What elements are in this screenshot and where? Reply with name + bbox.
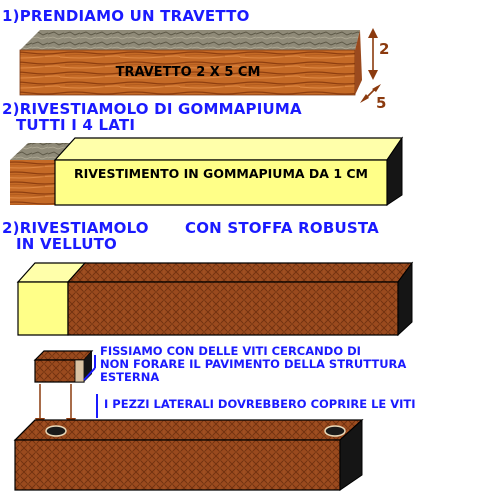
bare-beam-top [10, 143, 70, 160]
beam-step1: TRAVETTO 2 X 5 CM [19, 30, 362, 96]
foam-beam-step2: RIVESTIMENTO IN GOMMAPIUMA DA 1 CM [10, 136, 404, 206]
fabric-front-face [67, 281, 399, 336]
dimension-depth-label: 5 [376, 94, 386, 112]
step3-title-line1: 2)RIVESTIAMOLO [2, 219, 149, 237]
bare-beam-front [10, 160, 55, 205]
step2-title-line2: TUTTI I 4 LATI [16, 116, 136, 134]
step4-note-line2: NON FORARE IL PAVIMENTO DELLA STRUTTURA [100, 357, 407, 371]
side-piece [33, 350, 94, 383]
foam-side-face [386, 136, 403, 206]
pointer-lines [83, 355, 98, 418]
fabric-top-face [66, 262, 414, 283]
step1-title: 1)PRENDIAMO UN TRAVETTO [2, 7, 250, 25]
final-beam-front [14, 439, 341, 491]
side-piece-top [33, 350, 94, 361]
foam-end-front [17, 281, 69, 336]
screw-hole-right [324, 425, 346, 437]
step4-note-line3: ESTERNA [100, 370, 160, 384]
velvet-beam-step3 [16, 261, 414, 337]
beam-side-face [355, 30, 362, 95]
dimension-depth-arrow [360, 84, 381, 103]
step2-title-line1: 2)RIVESTIAMOLO DI GOMMAPIUMA [2, 100, 302, 118]
beam-top-face [20, 30, 360, 50]
dimension-height-arrow [368, 28, 378, 80]
dimension-height-label: 2 [379, 40, 389, 58]
final-beam [13, 418, 364, 491]
final-beam-top [13, 419, 364, 441]
beam-label: TRAVETTO 2 X 5 CM [116, 65, 261, 80]
step4-note-side: I PEZZI LATERALI DOVREBBERO COPRIRE LE V… [104, 397, 416, 411]
side-piece-end [74, 359, 85, 383]
step4-note-line1: FISSIAMO CON DELLE VITI CERCANDO DI [100, 344, 361, 358]
step3-title-line2: IN VELLUTO [16, 235, 117, 253]
foam-top-face [53, 137, 404, 161]
fabric-side-face [397, 261, 413, 337]
screw-hole-left [45, 425, 67, 437]
final-beam-side [339, 418, 363, 491]
step3-title-right: CON STOFFA ROBUSTA [185, 219, 379, 237]
foam-label: RIVESTIMENTO IN GOMMAPIUMA DA 1 CM [74, 166, 368, 181]
